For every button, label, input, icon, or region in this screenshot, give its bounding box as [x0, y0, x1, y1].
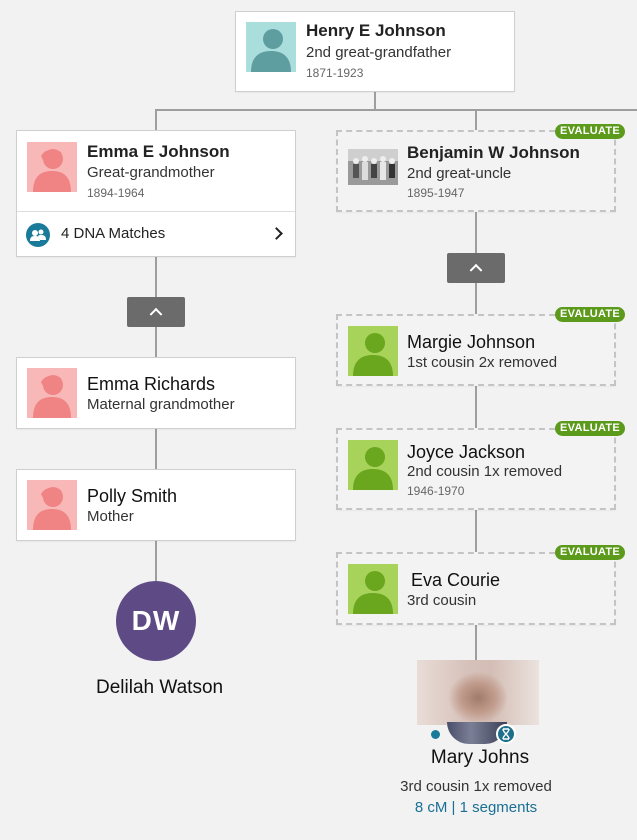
male-silhouette-icon — [246, 22, 296, 72]
female-silhouette-icon — [27, 142, 77, 192]
dna-matches-label: 4 DNA Matches — [61, 225, 166, 242]
female-silhouette-icon — [27, 368, 77, 418]
collapse-button-right[interactable] — [447, 253, 505, 283]
collapse-button-left[interactable] — [127, 297, 185, 327]
person-relationship: Maternal grandmother — [87, 396, 235, 413]
person-card-benjamin[interactable]: Benjamin W Johnson 2nd great-uncle 1895-… — [336, 130, 616, 212]
chevron-up-icon — [469, 263, 483, 277]
dna-helix-icon — [496, 724, 516, 744]
connector-right-5 — [475, 624, 477, 661]
person-name: Henry E Johnson — [306, 21, 446, 40]
match-profile-photo-lower — [447, 722, 507, 744]
person-relationship: 2nd great-grandfather — [306, 44, 452, 61]
person-relationship: 3rd cousin — [407, 592, 477, 609]
person-card-emma-richards[interactable]: Emma Richards Maternal grandmother — [16, 357, 296, 429]
connector-right-3 — [475, 385, 477, 428]
match-silhouette-icon — [348, 440, 398, 490]
evaluate-badge[interactable]: EVALUATE — [555, 307, 626, 322]
connector-left-3 — [155, 428, 157, 470]
person-name: Polly Smith — [87, 486, 178, 506]
person-relationship: Great-grandmother — [87, 164, 215, 181]
separator: | — [451, 799, 456, 816]
person-name: Emma Richards — [87, 374, 216, 394]
connector-emma-johnson-up — [155, 109, 157, 131]
family-photo-icon — [348, 149, 398, 185]
person-card-polly-smith[interactable]: Polly Smith Mother — [16, 469, 296, 541]
match-name[interactable]: Mary Johns — [430, 747, 530, 768]
match-relationship: 3rd cousin 1x removed — [376, 778, 576, 795]
user-name: Delilah Watson — [96, 677, 224, 698]
person-name: Benjamin W Johnson — [407, 143, 580, 162]
dna-matches-link[interactable]: 4 DNA Matches — [17, 211, 295, 257]
match-profile-photo[interactable] — [417, 660, 539, 725]
match-relationship-text: 3rd cousin 1x removed — [400, 778, 552, 795]
user-avatar-initials[interactable]: DW — [116, 581, 196, 661]
shared-segments: 1 segments — [459, 799, 538, 816]
match-silhouette-icon — [348, 564, 398, 614]
person-relationship: 1st cousin 2x removed — [407, 354, 558, 371]
person-name: Margie Johnson — [407, 332, 536, 352]
person-years: 1871-1923 — [306, 66, 364, 80]
person-years: 1946-1970 — [407, 484, 465, 498]
shared-cm: 8 cM — [414, 799, 448, 816]
person-card-margie[interactable]: Margie Johnson 1st cousin 2x removed — [336, 314, 616, 386]
connector-benjamin-up — [475, 109, 477, 130]
evaluate-badge[interactable]: EVALUATE — [555, 545, 626, 560]
person-relationship: Mother — [87, 508, 134, 525]
person-card-emma-johnson[interactable]: Emma E Johnson Great-grandmother 1894-19… — [16, 130, 296, 257]
evaluate-badge[interactable]: EVALUATE — [555, 124, 626, 139]
female-silhouette-icon — [27, 480, 77, 530]
connector-left-1 — [155, 257, 157, 297]
connector-henry-down — [374, 91, 376, 110]
match-silhouette-icon — [348, 326, 398, 376]
person-relationship: 2nd great-uncle — [407, 165, 512, 182]
evaluate-badge[interactable]: EVALUATE — [555, 421, 626, 436]
person-years: 1894-1964 — [87, 186, 145, 200]
connector-right-2 — [475, 282, 477, 314]
person-name: Eva Courie — [411, 570, 501, 590]
connector-right-1 — [475, 211, 477, 253]
person-name: Joyce Jackson — [407, 442, 526, 462]
connector-left-2 — [155, 326, 157, 358]
new-match-dot — [431, 730, 440, 739]
dna-matches-icon — [26, 223, 50, 247]
person-card-joyce[interactable]: Joyce Jackson 2nd cousin 1x removed 1946… — [336, 428, 616, 510]
chevron-up-icon — [149, 307, 163, 321]
person-years: 1895-1947 — [407, 186, 465, 200]
connector-left-4 — [155, 540, 157, 582]
person-card-henry[interactable]: Henry E Johnson 2nd great-grandfather 18… — [235, 11, 515, 92]
person-name: Emma E Johnson — [87, 142, 230, 161]
person-relationship: 2nd cousin 1x removed — [407, 463, 563, 480]
shared-dna-link[interactable]: 8 cM | 1 segments — [376, 799, 576, 816]
chevron-right-icon — [270, 227, 283, 240]
connector-horizontal-top — [155, 109, 637, 111]
connector-right-4 — [475, 509, 477, 552]
person-card-eva[interactable]: Eva Courie 3rd cousin — [336, 552, 616, 625]
